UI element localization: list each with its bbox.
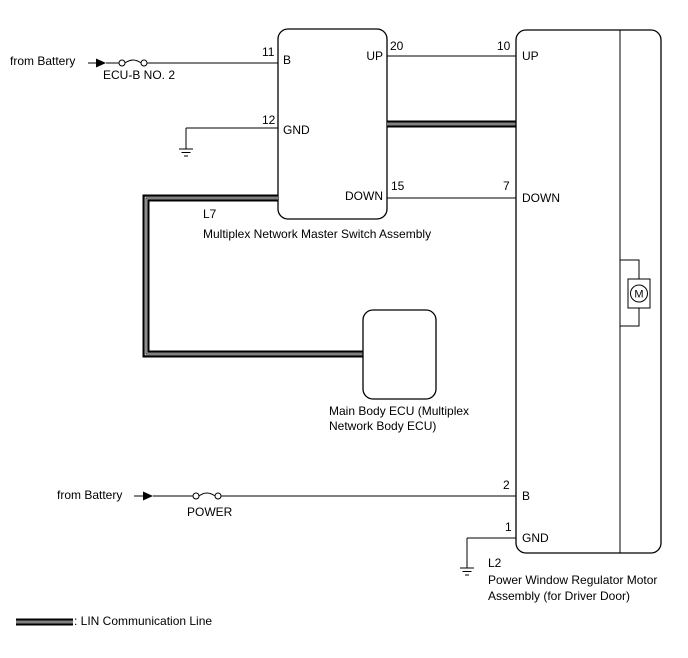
ground-master xyxy=(179,127,278,157)
arrow-right-icon xyxy=(96,58,106,68)
regulator-name-line2: Assembly (for Driver Door) xyxy=(488,589,630,603)
arrow-right-icon xyxy=(143,491,153,501)
reg-pin-label-gnd: GND xyxy=(522,531,549,545)
pin-label-gnd: GND xyxy=(283,123,310,137)
pin-num-b: 11 xyxy=(262,45,275,59)
battery-label-top: from Battery xyxy=(10,54,75,68)
regulator-box xyxy=(515,29,662,554)
pin-label-b: B xyxy=(283,53,291,67)
pin-label-down: DOWN xyxy=(345,189,383,203)
motor-label: M xyxy=(634,289,643,301)
legend: : LIN Communication Line xyxy=(16,614,212,628)
battery-feed-bottom: from Battery POWER xyxy=(57,488,516,519)
regulator-code: L2 xyxy=(488,556,502,570)
pin-num-down: 15 xyxy=(391,179,405,193)
battery-feed-top: from Battery ECU-B NO. 2 xyxy=(10,54,278,82)
regulator-name-line1: Power Window Regulator Motor xyxy=(488,573,657,587)
pin-num-gnd: 12 xyxy=(262,113,276,127)
ground-icon xyxy=(179,148,193,157)
master-switch: 11 B 12 GND UP 20 DOWN 15 L7 Multiplex N… xyxy=(203,28,431,241)
reg-pin-label-up: UP xyxy=(522,49,539,63)
main-body-ecu: Main Body ECU (Multiplex Network Body EC… xyxy=(329,309,469,433)
ground-regulator xyxy=(460,537,516,576)
pin-num-up: 20 xyxy=(390,39,404,53)
reg-pin-num-up: 10 xyxy=(497,39,511,53)
master-switch-name: Multiplex Network Master Switch Assembly xyxy=(203,227,431,241)
ground-icon xyxy=(460,567,474,576)
motor: M xyxy=(620,259,651,327)
main-body-ecu-line2: Network Body ECU) xyxy=(329,419,436,433)
reg-pin-num-down: 7 xyxy=(503,179,510,193)
battery-label-bottom: from Battery xyxy=(57,488,122,502)
reg-pin-label-down: DOWN xyxy=(522,191,560,205)
fuse-ecub-icon xyxy=(118,59,148,67)
regulator-assembly: UP 10 DOWN 7 B 2 GND 1 M L2 Power Window… xyxy=(488,29,662,603)
legend-label: : LIN Communication Line xyxy=(74,614,212,628)
motor-icon xyxy=(630,284,648,303)
fuse-power-icon xyxy=(192,492,222,500)
lin-line-body-ecu xyxy=(142,194,363,358)
reg-pin-num-gnd: 1 xyxy=(505,520,512,534)
reg-pin-label-b: B xyxy=(522,489,530,503)
main-body-ecu-line1: Main Body ECU (Multiplex xyxy=(329,404,469,418)
main-body-ecu-box xyxy=(362,309,437,400)
master-switch-code: L7 xyxy=(203,207,217,221)
fuse-ecub-label: ECU-B NO. 2 xyxy=(103,68,175,82)
fuse-power-label: POWER xyxy=(187,505,233,519)
reg-pin-num-b: 2 xyxy=(503,478,510,492)
pin-label-up: UP xyxy=(366,49,383,63)
